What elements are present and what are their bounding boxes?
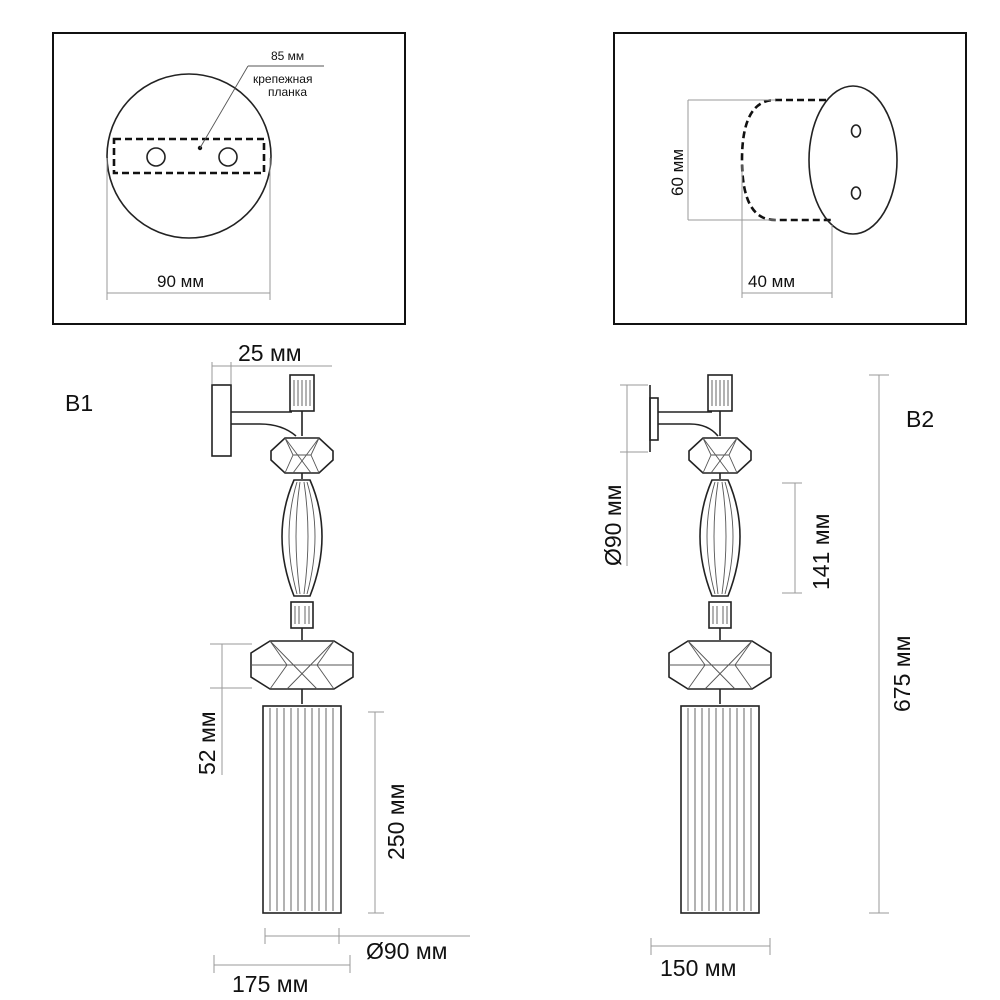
- mounting-plate-front-panel: 85 мм крепежная планка 90 мм: [52, 32, 406, 325]
- screw-hole-bottom: [850, 186, 862, 200]
- b1-dimensions: 25 мм 52 мм 250 мм Ø90 мм 175 мм: [194, 340, 470, 997]
- b1-reach-label: 175 мм: [232, 971, 308, 997]
- lower-socket: [290, 601, 314, 629]
- view-b2-title: B2: [906, 406, 934, 432]
- b2-glass-height-label: 141 мм: [808, 514, 834, 590]
- b1-crystal-height-label: 52 мм: [194, 711, 220, 775]
- small-crystal: [270, 437, 334, 474]
- arm-curve: [259, 423, 297, 437]
- cylindrical-shade: [262, 705, 342, 914]
- top-socket-ribs: [293, 380, 311, 406]
- arm-curve: [689, 423, 719, 437]
- b1-shade-height-label: 250 мм: [383, 784, 409, 860]
- fluted-glass-body: [281, 479, 323, 597]
- wall-plate: [211, 384, 232, 457]
- cylindrical-shade: [680, 705, 760, 914]
- shade-flutes: [269, 708, 334, 911]
- mounting-plate-side-panel: 60 мм 40 мм: [613, 32, 967, 325]
- base-depth-dashed: [740, 98, 832, 222]
- panel-frame: [52, 32, 406, 325]
- wall-base-bracket: [649, 397, 659, 441]
- panel-frame: [613, 32, 967, 325]
- leader-line: [199, 65, 249, 149]
- mounting-bar-length-label: 85 мм: [271, 49, 304, 63]
- lower-socket: [708, 601, 732, 629]
- screw-hole-top: [850, 124, 862, 138]
- base-plate-ellipse: [808, 85, 898, 235]
- b2-total-height-label: 675 мм: [889, 636, 915, 712]
- base-circle: [106, 73, 272, 239]
- b2-width-label: 150 мм: [660, 955, 736, 981]
- view-b1-title: B1: [65, 390, 93, 416]
- b2-base-diameter-label: Ø90 мм: [600, 485, 626, 567]
- fluted-glass-body: [699, 479, 741, 597]
- large-crystal: [250, 640, 354, 690]
- base-height-label: 60 мм: [668, 149, 687, 196]
- b1-offset-label: 25 мм: [238, 340, 302, 366]
- screw-hole-right: [218, 147, 238, 167]
- mounting-bar-dashed: [112, 137, 266, 175]
- mounting-bar-note-line1: крепежная: [253, 72, 312, 86]
- small-crystal: [688, 437, 752, 474]
- glass-flutes: [288, 481, 316, 595]
- large-crystal: [668, 640, 772, 690]
- lamp-b1: [211, 374, 354, 914]
- base-depth-label: 40 мм: [748, 272, 795, 291]
- lamp-b2: [649, 374, 772, 914]
- base-width-label: 90 мм: [157, 272, 204, 291]
- screw-hole-left: [146, 147, 166, 167]
- b2-dimensions: Ø90 мм 141 мм 675 мм 150 мм: [600, 374, 915, 981]
- b1-shade-diameter-label: Ø90 мм: [366, 938, 448, 964]
- mounting-bar-note-line2: планка: [268, 85, 307, 99]
